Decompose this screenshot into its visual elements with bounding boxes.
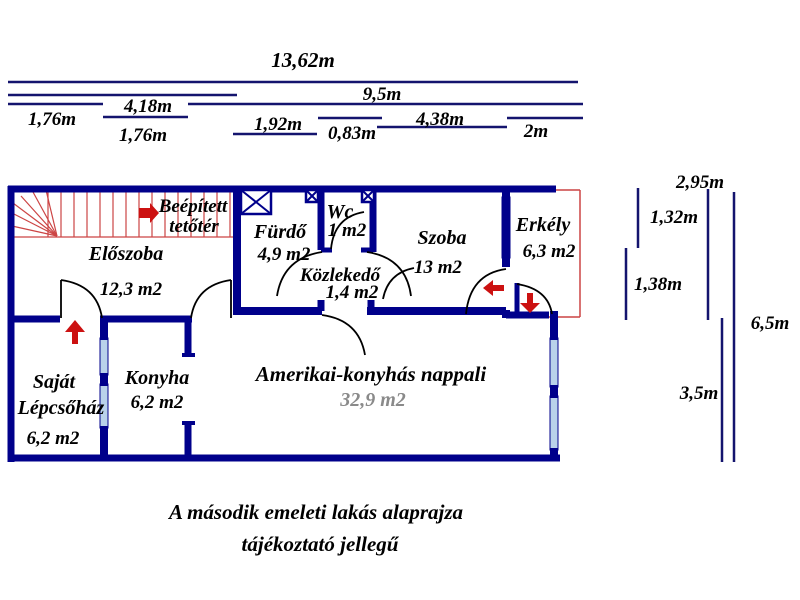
room-tetoter: Beépített tetőtér [158, 196, 228, 237]
window-lepcsohaz-1 [99, 337, 109, 376]
window-nappali-1 [549, 337, 559, 388]
room-tetoter-name1: Beépített [158, 196, 228, 217]
room-furdo-area: 4,9 m2 [257, 244, 311, 265]
up-arrow-icon [65, 320, 85, 344]
room-kozlekedo-area: 1,4 m2 [326, 282, 379, 303]
room-wc: Wc 1 m2 [327, 201, 367, 241]
room-kozlekedo: Közlekedő 1,4 m2 [299, 265, 382, 303]
walls [7, 185, 560, 462]
room-kozlekedo-name: Közlekedő [299, 265, 382, 286]
room-lepcsohaz-name2: Lépcsőház [17, 397, 105, 419]
room-nappali-name: Amerikai-konyhás nappali [254, 362, 487, 386]
dim-4-18: 4,18m [123, 96, 172, 117]
dim-1-92: 1,92m [254, 114, 302, 135]
room-konyha-name: Konyha [124, 367, 189, 389]
right-arrow-icon [139, 203, 159, 223]
dim-0-83: 0,83m [328, 123, 376, 144]
room-nappali-area: 32,9 m2 [339, 389, 406, 411]
down-arrow-icon [520, 293, 540, 313]
right-dimension-lines: 2,95m 1,32m 1,38m 6,5m 3,5m [624, 172, 790, 462]
room-konyha-area: 6,2 m2 [131, 392, 184, 413]
dim-total-width: 13,62m [271, 48, 335, 72]
dim-4-38: 4,38m [415, 109, 464, 130]
room-eloszoba: Előszoba 12,3 m2 [88, 243, 163, 300]
window-nappali-2 [549, 395, 559, 451]
room-labels: Beépített tetőtér Előszoba 12,3 m2 Fürdő… [17, 196, 576, 449]
dim-2m: 2m [523, 121, 548, 142]
room-szoba: Szoba 13 m2 [414, 227, 466, 278]
room-eloszoba-area: 12,3 m2 [100, 279, 163, 300]
shaft-icon [239, 188, 273, 216]
room-lepcsohaz: Saját Lépcsőház 6,2 m2 [17, 371, 105, 449]
room-nappali: Amerikai-konyhás nappali 32,9 m2 [254, 362, 487, 411]
vent-icon-wc-right [360, 188, 376, 204]
room-lepcsohaz-name1: Saját [33, 371, 77, 393]
dim-2-95: 2,95m [675, 172, 724, 193]
room-eloszoba-name: Előszoba [88, 243, 163, 265]
dim-3-5: 3,5m [679, 383, 719, 404]
room-erkely-name: Erkély [515, 214, 571, 236]
dim-1-76-a: 1,76m [28, 109, 76, 130]
dim-9-5: 9,5m [363, 84, 402, 105]
room-erkely-area: 6,3 m2 [523, 241, 576, 262]
shaft-symbols [239, 188, 376, 216]
top-dimension-lines: 13,62m 9,5m 4,18m 1,76m 1,76m 1,92m 0,83… [8, 48, 583, 146]
room-furdo: Fürdő 4,9 m2 [253, 221, 311, 265]
room-tetoter-name2: tetőtér [169, 216, 219, 237]
room-wc-name: Wc [327, 201, 354, 223]
caption-line1: A második emeleti lakás alaprajza [167, 500, 463, 524]
left-arrow-icon [483, 280, 504, 296]
door-arcs [60, 211, 553, 356]
room-szoba-name: Szoba [418, 227, 467, 249]
room-furdo-name: Fürdő [253, 221, 308, 243]
room-konyha: Konyha 6,2 m2 [124, 367, 189, 413]
room-erkely: Erkély 6,3 m2 [515, 214, 576, 262]
room-lepcsohaz-area: 6,2 m2 [27, 428, 80, 449]
dim-1-38: 1,38m [634, 274, 682, 295]
caption: A második emeleti lakás alaprajza tájéko… [167, 500, 463, 556]
dim-1-76-b: 1,76m [119, 125, 167, 146]
dim-6-5: 6,5m [751, 313, 790, 334]
vent-icon-wc-left [304, 188, 320, 204]
staircase [11, 189, 234, 238]
direction-arrows [65, 203, 540, 344]
room-wc-area: 1 m2 [328, 220, 367, 241]
dim-1-32: 1,32m [650, 207, 698, 228]
room-szoba-area: 13 m2 [414, 257, 463, 278]
caption-line2: tájékoztató jellegű [242, 532, 400, 556]
